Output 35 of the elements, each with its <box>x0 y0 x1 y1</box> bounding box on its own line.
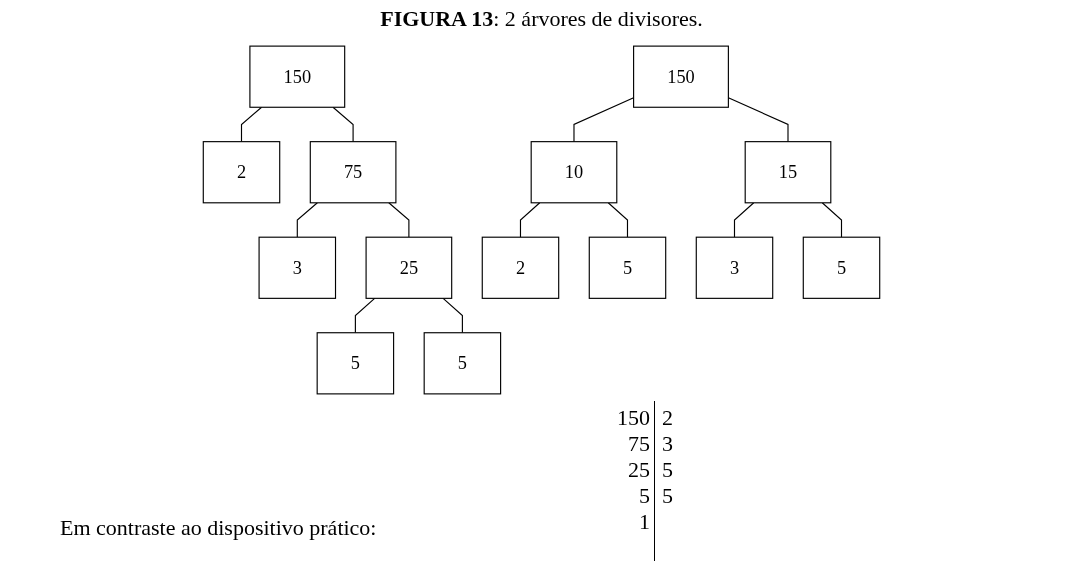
node-box: 5 <box>802 236 881 299</box>
connector <box>442 297 463 334</box>
node-box: 2 <box>202 141 281 204</box>
note-text: Em contraste ao dispositivo prático: <box>60 515 377 541</box>
dividend-number: 1 <box>638 509 651 535</box>
connector <box>821 202 843 238</box>
divisor-number: 5 <box>661 483 673 509</box>
node-box: 25 <box>365 236 453 299</box>
node-box: 75 <box>309 141 397 204</box>
node-box: 150 <box>633 45 729 108</box>
node-box: 3 <box>695 236 774 299</box>
node-box: 150 <box>249 45 346 108</box>
dividend-number: 150 <box>616 405 651 431</box>
node-box: 3 <box>258 236 337 299</box>
dividend-number: 75 <box>627 431 651 457</box>
connector <box>240 106 263 143</box>
node-box: 2 <box>481 236 560 299</box>
connector <box>519 202 541 238</box>
connector <box>607 202 629 238</box>
connector <box>296 202 318 238</box>
dividend-number: 5 <box>638 483 651 509</box>
node-box: 10 <box>530 141 618 204</box>
node-box: 5 <box>588 236 667 299</box>
connector <box>332 106 354 143</box>
figure-title: FIGURA 13: 2 árvores de divisores. <box>379 6 704 32</box>
dividend-number: 25 <box>627 457 651 483</box>
divisor-number: 5 <box>661 457 673 483</box>
connector <box>354 297 376 334</box>
divisor-number: 3 <box>661 431 673 457</box>
connector <box>733 202 755 238</box>
divisor-number: 2 <box>661 405 673 431</box>
node-box: 5 <box>316 332 395 395</box>
node-box: 5 <box>423 332 502 395</box>
connector <box>388 202 410 238</box>
node-box: 15 <box>744 141 832 204</box>
